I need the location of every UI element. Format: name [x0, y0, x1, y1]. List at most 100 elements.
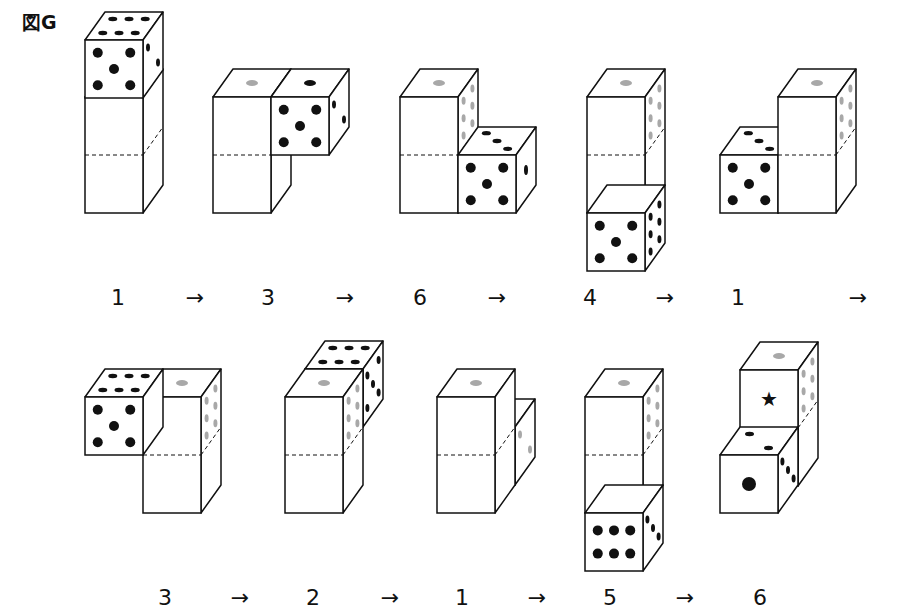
cube-seam: [585, 455, 643, 456]
pip: [773, 353, 785, 359]
pip: [176, 380, 188, 386]
pip: [609, 549, 619, 559]
pip: [433, 80, 445, 86]
cube-front: [778, 97, 836, 213]
cube-front: [271, 97, 329, 155]
pip: [311, 137, 321, 147]
pip: [213, 384, 217, 392]
cube-seam: [343, 427, 363, 455]
pip: [470, 380, 482, 386]
pip: [655, 402, 659, 410]
pip: [93, 405, 103, 415]
cube-side: [343, 369, 363, 513]
pip: [595, 253, 605, 263]
pip: [347, 414, 351, 422]
pip: [131, 388, 140, 392]
cube-side: [645, 185, 665, 271]
pip: [332, 101, 336, 109]
cube-seam: [285, 455, 343, 456]
pip: [156, 59, 160, 67]
pip: [840, 97, 844, 105]
pip: [109, 421, 119, 431]
pip: [377, 388, 381, 396]
sequence-arrow: →: [231, 587, 249, 609]
cube-front: [458, 155, 516, 213]
pip: [498, 163, 508, 173]
cube-seam: [798, 400, 818, 428]
pip: [482, 179, 492, 189]
roll-number: 6: [753, 587, 767, 609]
sequence-arrow: →: [528, 587, 546, 609]
pip: [355, 402, 359, 410]
roll-number: 5: [603, 587, 617, 609]
roll-number: 6: [413, 287, 427, 309]
pip: [213, 402, 217, 410]
cube-side: [329, 69, 349, 155]
pip: [745, 432, 754, 436]
roll-number: 3: [158, 587, 172, 609]
sequence-arrow: →: [676, 587, 694, 609]
pip: [93, 48, 103, 58]
pip: [141, 17, 150, 21]
cube-front: [587, 213, 645, 271]
pip: [649, 248, 653, 256]
pip: [125, 17, 134, 21]
cube-front: [85, 40, 143, 98]
pip: [792, 474, 796, 482]
cube-front: [720, 155, 778, 213]
pip: [108, 17, 117, 21]
pip: [595, 221, 605, 231]
pip: [625, 525, 635, 535]
pip: [647, 397, 651, 405]
pip: [279, 105, 289, 115]
pip: [728, 163, 738, 173]
pip: [848, 102, 852, 110]
pip: [649, 213, 653, 221]
pip: [304, 80, 316, 86]
pip: [205, 432, 209, 440]
sequence-arrow: →: [656, 287, 674, 309]
cube-seam: [778, 155, 836, 156]
pip: [246, 80, 258, 86]
cube-front: [437, 397, 495, 513]
pip: [213, 419, 217, 427]
pip: [462, 114, 466, 122]
cube-front: [400, 97, 458, 213]
pip: [518, 431, 522, 439]
pip: [528, 446, 532, 454]
pip: [377, 356, 381, 364]
pip: [93, 437, 103, 447]
pip: [108, 374, 117, 378]
pip: [328, 346, 337, 350]
cube-seam: [587, 155, 645, 156]
cube-side: [798, 342, 818, 486]
roll-number: 2: [306, 587, 320, 609]
pip: [627, 253, 637, 263]
pip: [371, 380, 375, 388]
cube-seam: [213, 155, 271, 156]
pip: [645, 516, 649, 524]
pip: [655, 419, 659, 427]
roll-number: 4: [583, 287, 597, 309]
pip: [655, 384, 659, 392]
sequence-arrow: →: [488, 287, 506, 309]
cube-front: [213, 97, 271, 213]
pip: [462, 97, 466, 105]
pip: [125, 437, 135, 447]
cube-seam: [85, 155, 143, 156]
pip: [470, 84, 474, 92]
pip: [593, 549, 603, 559]
sequence-arrow: →: [336, 287, 354, 309]
pip: [760, 195, 770, 205]
cube-side: [643, 485, 663, 571]
pip: [647, 432, 651, 440]
pip: [744, 131, 753, 135]
cube-seam: [645, 127, 665, 155]
pip: [335, 360, 344, 364]
pip: [125, 374, 134, 378]
pip: [657, 84, 661, 92]
pip: [98, 31, 107, 35]
roll-number: 3: [261, 287, 275, 309]
roll-number: 1: [111, 287, 125, 309]
pip: [279, 137, 289, 147]
